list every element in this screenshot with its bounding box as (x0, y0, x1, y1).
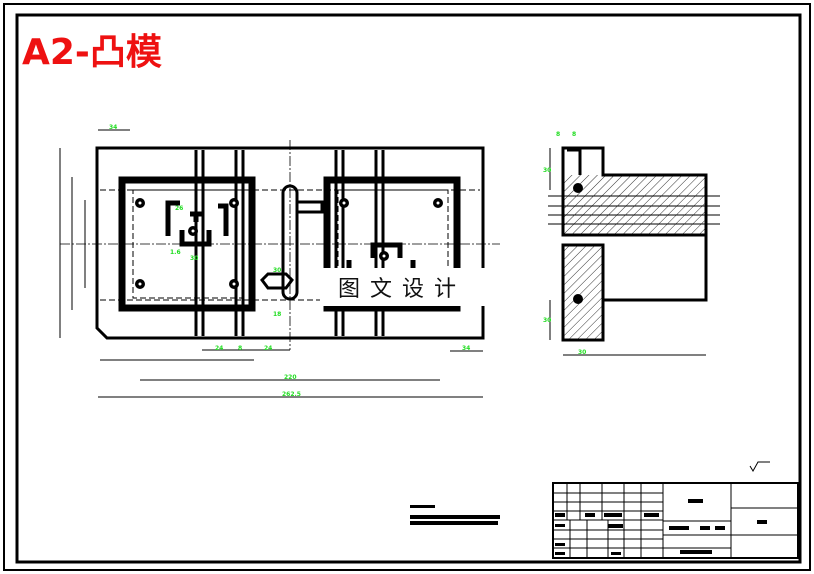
dimension-label: 30 (190, 255, 198, 262)
title-block (552, 482, 799, 559)
dimension-label: 30 (543, 317, 551, 324)
dimension-label: 8 (556, 131, 560, 138)
dimension-label: 8 (572, 131, 576, 138)
watermark-box (320, 268, 490, 306)
side-view-dimensions: 8 8 30 30 30 (543, 131, 586, 356)
dimension-label: 262.5 (282, 391, 301, 398)
dimension-label: 24 (215, 345, 223, 352)
front-view-dimensions: 34 26 30 1.6 30 18 24 8 24 220 262.5 34 (109, 124, 470, 398)
dimension-label: 220 (284, 374, 297, 381)
drawing-title: A2-凸模 (22, 32, 162, 73)
inner-frame (15, 13, 802, 564)
technical-notes (410, 505, 500, 525)
outer-frame (3, 3, 811, 571)
watermark-text: 图文设计 (338, 277, 466, 302)
dimension-label: 34 (462, 345, 470, 352)
front-view (59, 129, 500, 398)
dimension-label: 34 (109, 124, 117, 131)
dimension-label: 30 (273, 267, 281, 274)
dimension-label: 18 (273, 311, 281, 318)
dimension-label: 24 (264, 345, 272, 352)
dimension-label: 8 (238, 345, 242, 352)
side-view (548, 146, 720, 356)
surface-roughness-icon (749, 461, 770, 472)
dimension-label: 30 (578, 349, 586, 356)
dimension-label: 1.6 (170, 249, 181, 256)
dimension-label: 30 (543, 167, 551, 174)
dimension-label: 26 (175, 205, 183, 212)
